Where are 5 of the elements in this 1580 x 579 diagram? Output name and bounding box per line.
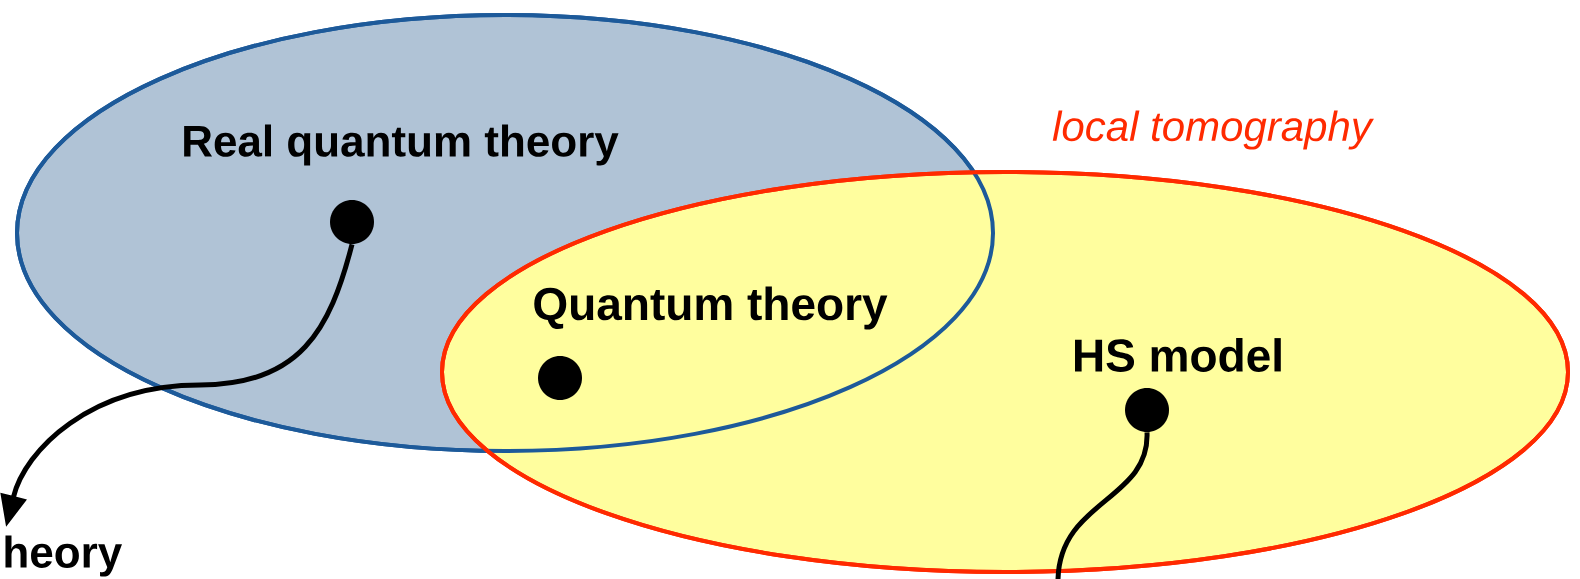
dot-label: Quantum theory [534,286,888,330]
cut-text: heory [5,535,122,577]
dot-label: HS model [1075,338,1281,372]
dot [330,200,374,244]
node-label: local tomography [1052,110,1374,150]
